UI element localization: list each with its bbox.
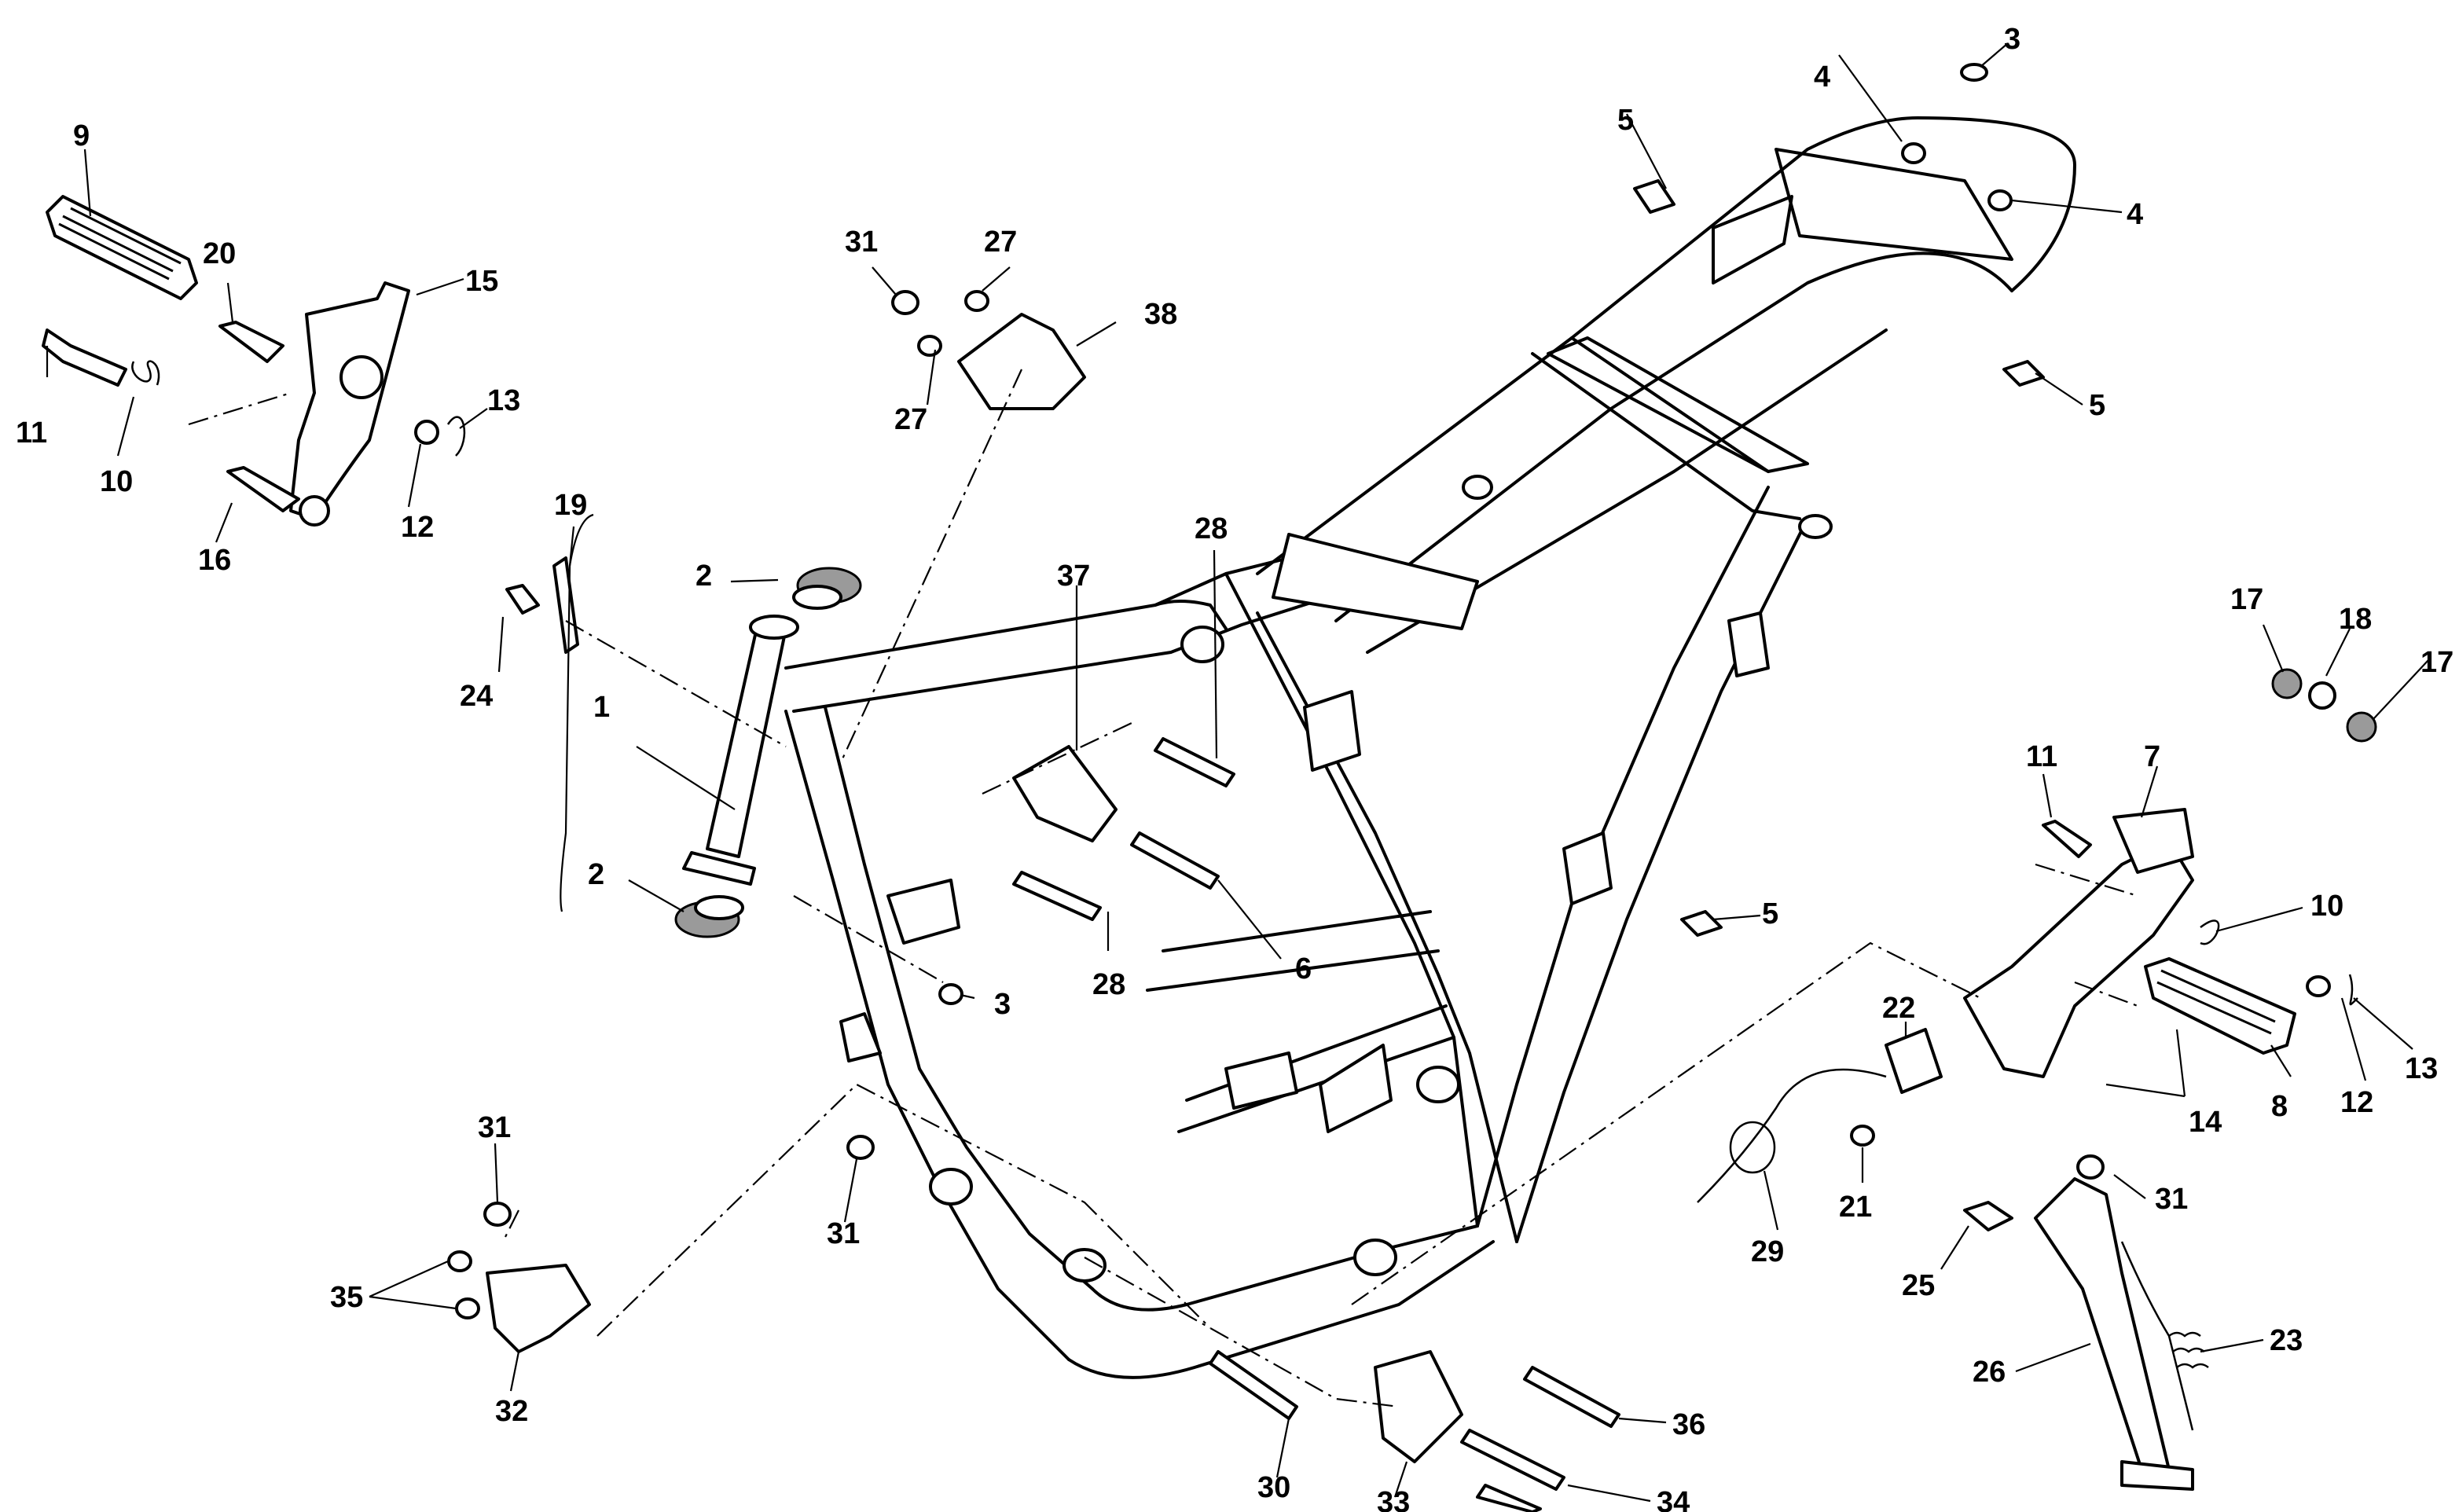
callout-6: 6	[1295, 952, 1312, 985]
callout-23: 23	[2270, 1324, 2303, 1357]
callout-13: 13	[487, 384, 520, 417]
callout-8: 8	[2271, 1090, 2288, 1123]
callout-2: 2	[588, 858, 604, 891]
callout-17: 17	[2420, 646, 2453, 679]
left-footrest-bracket	[289, 281, 410, 527]
callout-31: 31	[845, 226, 878, 259]
callout-10: 10	[2310, 890, 2343, 923]
callout-16: 16	[198, 544, 231, 577]
callout-24: 24	[460, 680, 493, 713]
callout-13: 13	[2405, 1052, 2438, 1085]
callout-labels: 9 20 15 13 11 10 12 16 31 27 38 27 19 24…	[16, 23, 2453, 1512]
callout-21: 21	[1839, 1191, 1872, 1224]
rear-right-brackets	[1633, 63, 2045, 937]
lower-brackets-and-bolts	[447, 1135, 1620, 1512]
callout-22: 22	[1882, 992, 1915, 1025]
callout-5: 5	[1617, 104, 1634, 137]
callout-20: 20	[203, 237, 236, 270]
callout-28: 28	[1195, 512, 1228, 545]
callout-11: 11	[2026, 740, 2057, 773]
callout-34: 34	[1657, 1486, 1690, 1512]
steering-bearings	[674, 567, 963, 1005]
callout-31: 31	[827, 1217, 860, 1250]
switch-and-cable	[1697, 1028, 1943, 1203]
callout-26: 26	[1973, 1356, 2006, 1389]
callout-19: 19	[554, 489, 587, 522]
assembly-center-lines	[188, 369, 2138, 1408]
callout-29: 29	[1751, 1235, 1784, 1268]
bracket-19	[505, 556, 579, 654]
engine-mount-37-and-bolts	[1012, 737, 1235, 921]
callout-3: 3	[2004, 23, 2020, 56]
rear-upper-bracket	[891, 290, 1086, 410]
small-hardware-left	[42, 321, 466, 512]
callout-38: 38	[1144, 298, 1177, 331]
callout-11: 11	[16, 417, 47, 450]
callout-36: 36	[1672, 1408, 1705, 1441]
callout-35: 35	[330, 1281, 363, 1314]
callout-3: 3	[994, 988, 1011, 1021]
callout-4: 4	[2127, 198, 2143, 231]
callout-2: 2	[695, 560, 712, 593]
callout-31: 31	[478, 1111, 511, 1144]
callout-12: 12	[401, 511, 434, 544]
right-footrest-assembly	[1963, 668, 2377, 1078]
callout-10: 10	[100, 465, 133, 498]
callout-5: 5	[1762, 897, 1778, 930]
main-frame	[682, 116, 2076, 1379]
callout-18: 18	[2339, 603, 2372, 636]
callout-5: 5	[2089, 389, 2105, 422]
callout-27: 27	[984, 226, 1017, 259]
callout-33: 33	[1377, 1486, 1410, 1512]
callout-1: 1	[593, 691, 610, 724]
side-stand-assembly	[1963, 1154, 2209, 1491]
callout-31: 31	[2155, 1183, 2188, 1216]
callout-9: 9	[73, 119, 90, 152]
left-footpeg	[46, 195, 198, 300]
callout-28: 28	[1092, 968, 1125, 1001]
callout-15: 15	[465, 265, 498, 298]
callout-37: 37	[1057, 560, 1090, 593]
callout-25: 25	[1902, 1269, 1935, 1302]
callout-27: 27	[894, 403, 927, 436]
callout-12: 12	[2340, 1086, 2373, 1119]
callout-32: 32	[495, 1395, 528, 1428]
callout-30: 30	[1257, 1471, 1290, 1504]
callout-14: 14	[2189, 1106, 2222, 1139]
callout-7: 7	[2144, 740, 2160, 773]
callout-4: 4	[1814, 61, 1830, 94]
leader-lines	[46, 42, 2429, 1503]
callout-17: 17	[2230, 583, 2263, 616]
